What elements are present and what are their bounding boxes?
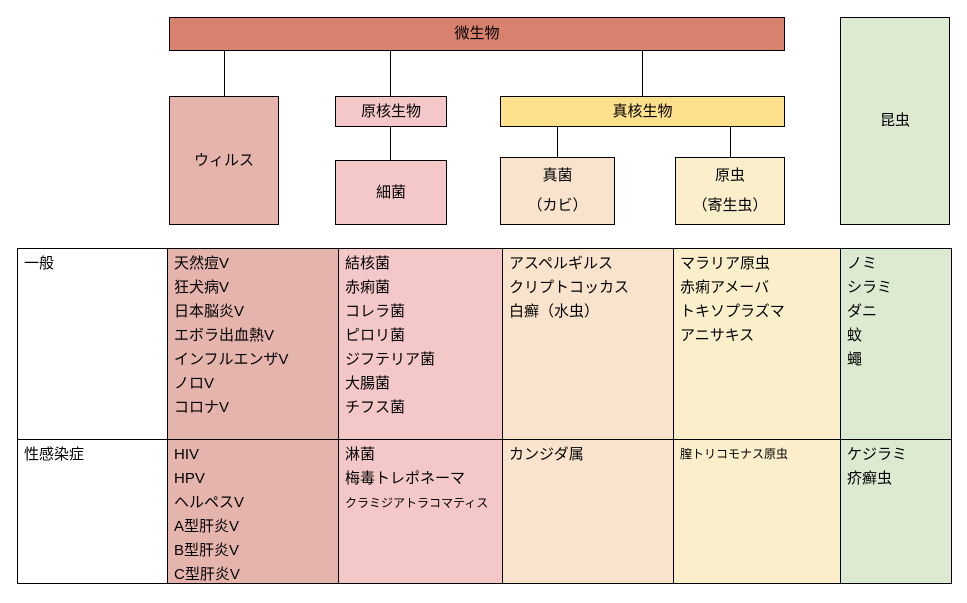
cell-sti-bacteria-small: クラミジアトラコマティス [345,496,489,510]
cell-sti-fungi: カンジダ属 [503,440,674,583]
cell-general-insect: ノミ シラミ ダニ 蚊 蠅 [841,249,951,440]
node-insect: 昆虫 [840,17,950,225]
pathogen-table: 一般 天然痘V 狂犬病V 日本脳炎V エボラ出血熱V インフルエンザV ノロV … [17,248,952,584]
row-header-general: 一般 [18,249,168,440]
cell-sti-protozoa: 膣トリコモナス原虫 [674,440,841,583]
cell-sti-insect: ケジラミ 疥癬虫 [841,440,951,583]
connector-eukaryote-protozoa [730,127,731,157]
cell-sti-bacteria: 淋菌 梅毒トレポネーマ クラミジアトラコマティス [339,440,503,583]
cell-general-protozoa: マラリア原虫 赤痢アメーバ トキソプラズマ アニサキス [674,249,841,440]
cell-sti-virus: HIV HPV ヘルペスV A型肝炎V B型肝炎V C型肝炎V [168,440,339,583]
node-prokaryote: 原核生物 [335,96,447,127]
connector-root-virus [224,51,225,96]
node-virus: ウィルス [169,96,279,225]
connector-root-prokaryote [390,51,391,96]
cell-general-fungi: アスペルギルス クリプトコッカス 白癬（水虫） [503,249,674,440]
row-header-sti: 性感染症 [18,440,168,583]
connector-eukaryote-fungi [557,127,558,157]
node-protozoa: 原虫 （寄生虫） [675,157,785,225]
node-eukaryote: 真核生物 [500,96,785,127]
connector-root-eukaryote [642,51,643,96]
node-bacteria: 細菌 [335,160,447,225]
connector-prokaryote-bacteria [390,127,391,160]
node-fungi: 真菌 （カビ） [500,157,615,225]
node-microbe: 微生物 [169,17,785,51]
cell-general-virus: 天然痘V 狂犬病V 日本脳炎V エボラ出血熱V インフルエンザV ノロV コロナ… [168,249,339,440]
cell-sti-bacteria-main: 淋菌 梅毒トレポネーマ [345,446,466,487]
cell-general-bacteria: 結核菌 赤痢菌 コレラ菌 ピロリ菌 ジフテリア菌 大腸菌 チフス菌 [339,249,503,440]
